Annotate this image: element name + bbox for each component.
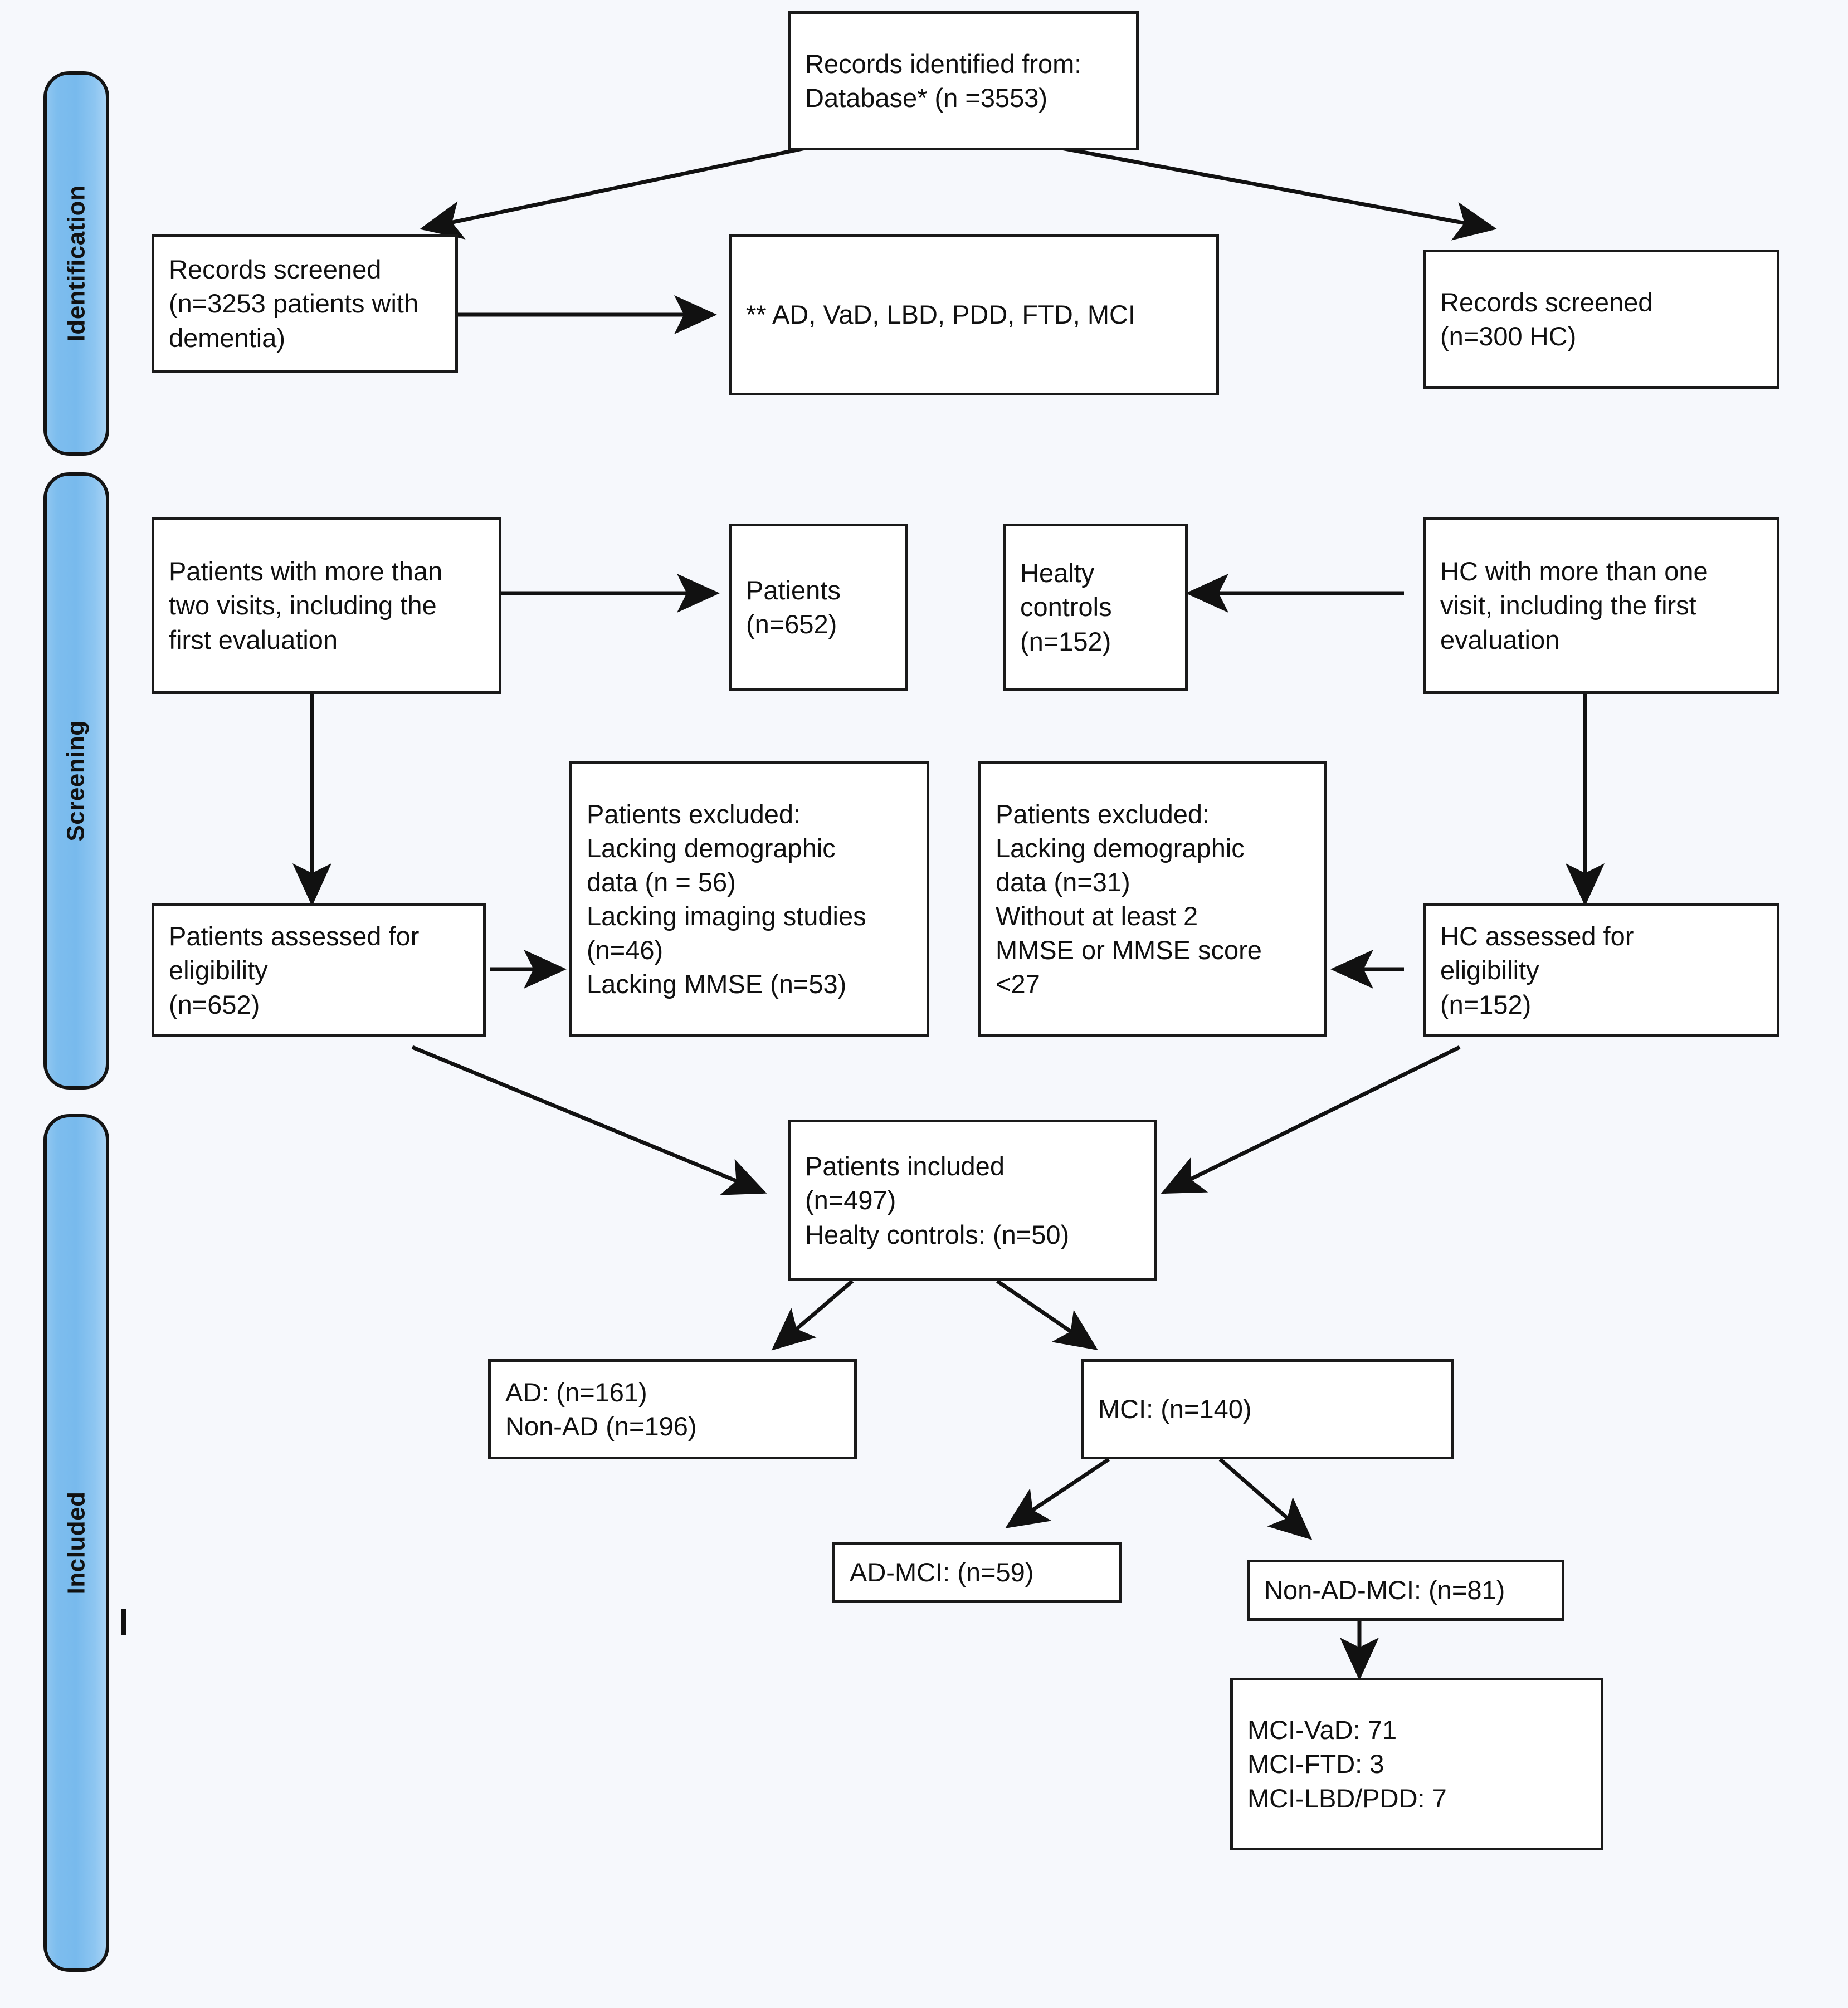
box-patients-excluded-1-text: Patients excluded: Lacking demographic d…: [587, 799, 866, 999]
box-records-screened-patients: Records screened (n=3253 patients with d…: [152, 234, 458, 373]
box-patients-assessed: Patients assessed for eligibility (n=652…: [152, 903, 486, 1037]
box-ad-mci-text: AD-MCI: (n=59): [850, 1557, 1034, 1587]
box-ad-mci: AD-MCI: (n=59): [832, 1542, 1122, 1603]
phase-label-identification: Identification: [62, 185, 90, 342]
phase-bar-included: Included: [43, 1114, 109, 1972]
box-mci-subtypes: MCI-VaD: 71 MCI-FTD: 3 MCI-LBD/PDD: 7: [1230, 1678, 1603, 1850]
box-mci-subtypes-text: MCI-VaD: 71 MCI-FTD: 3 MCI-LBD/PDD: 7: [1247, 1715, 1447, 1813]
phase-label-included: Included: [62, 1491, 90, 1595]
box-hc-more-visits-text: HC with more than one visit, including t…: [1440, 556, 1708, 654]
phase-bar-identification: Identification: [43, 71, 109, 456]
box-patients-included: Patients included (n=497) Healty control…: [788, 1120, 1157, 1281]
box-records-identified: Records identified from: Database* (n =3…: [788, 11, 1139, 150]
box-healthy-controls-count-text: Healty controls (n=152): [1020, 558, 1112, 656]
box-records-screened-hc-text: Records screened (n=300 HC): [1440, 287, 1653, 351]
box-patients-included-text: Patients included (n=497) Healty control…: [805, 1151, 1070, 1249]
box-patients-more-visits-text: Patients with more than two visits, incl…: [169, 556, 443, 654]
box-patients-count-text: Patients (n=652): [746, 575, 841, 639]
box-dementia-types-text: ** AD, VaD, LBD, PDD, FTD, MCI: [746, 300, 1136, 330]
box-non-ad-mci: Non-AD-MCI: (n=81): [1247, 1560, 1564, 1621]
box-patients-excluded-1: Patients excluded: Lacking demographic d…: [569, 761, 929, 1037]
box-patients-excluded-2: Patients excluded: Lacking demographic d…: [978, 761, 1327, 1037]
box-patients-excluded-2-text: Patients excluded: Lacking demographic d…: [996, 799, 1262, 999]
box-mci-text: MCI: (n=140): [1098, 1394, 1252, 1424]
box-hc-assessed: HC assessed for eligibility (n=152): [1423, 903, 1779, 1037]
box-mci: MCI: (n=140): [1081, 1359, 1454, 1459]
box-healthy-controls-count: Healty controls (n=152): [1003, 524, 1188, 691]
phase-bar-screening: Screening: [43, 472, 109, 1090]
box-records-screened-patients-text: Records screened (n=3253 patients with d…: [169, 255, 419, 353]
phase-label-screening: Screening: [62, 720, 90, 842]
box-ad-non-ad-text: AD: (n=161) Non-AD (n=196): [505, 1377, 697, 1441]
box-patients-more-visits: Patients with more than two visits, incl…: [152, 517, 501, 694]
box-hc-assessed-text: HC assessed for eligibility (n=152): [1440, 921, 1634, 1019]
included-tick-mark: [121, 1609, 126, 1635]
box-records-identified-text: Records identified from: Database* (n =3…: [805, 48, 1082, 113]
box-records-screened-hc: Records screened (n=300 HC): [1423, 250, 1779, 389]
box-hc-more-visits: HC with more than one visit, including t…: [1423, 517, 1779, 694]
box-patients-assessed-text: Patients assessed for eligibility (n=652…: [169, 921, 420, 1019]
box-non-ad-mci-text: Non-AD-MCI: (n=81): [1264, 1575, 1505, 1605]
box-patients-count: Patients (n=652): [729, 524, 908, 691]
box-ad-non-ad: AD: (n=161) Non-AD (n=196): [488, 1359, 857, 1459]
box-dementia-types: ** AD, VaD, LBD, PDD, FTD, MCI: [729, 234, 1219, 395]
